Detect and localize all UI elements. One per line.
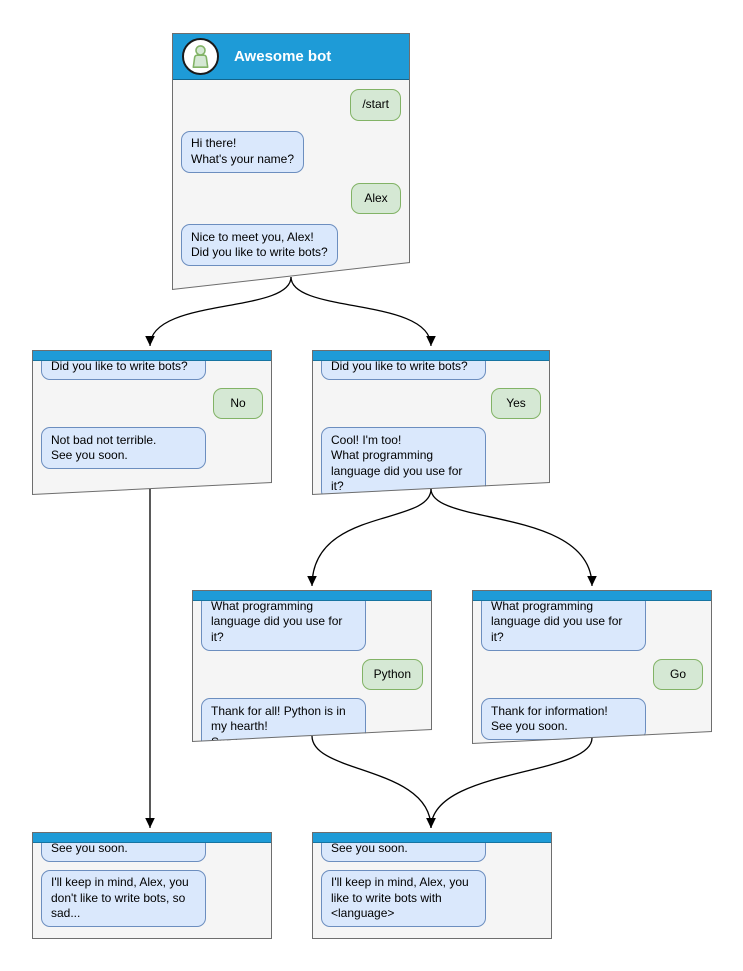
chat-header-strip [193,591,431,601]
chat-header: Awesome bot [173,34,409,80]
chat-header-strip [313,833,551,843]
chat-window-branch-go: What programming language did you use fo… [472,590,712,744]
bot-message-bubble: Nice to meet you, Alex! Did you like to … [181,224,338,266]
bot-message-bubble: Cool! I'm too! What programming language… [321,427,486,495]
chat-window-start: Awesome bot /start Hi there! What's your… [172,33,410,290]
bot-avatar [182,38,219,75]
arrow-python-to-end [311,735,436,829]
message-list: /start Hi there! What's your name? Alex … [173,34,409,266]
chat-window-end-yes: See you soon. I'll keep in mind, Alex, y… [312,832,552,939]
message-list: Did you like to write bots? Yes Cool! I'… [313,351,549,495]
chat-header-strip [33,351,271,361]
arrow-start-to-yes [290,276,436,347]
message-list: What programming language did you use fo… [473,591,711,740]
user-message-bubble: Yes [491,387,541,419]
chat-header-strip [33,833,271,843]
bot-message-bubble: Not bad not terrible. See you soon. [41,427,206,469]
bot-message-bubble: Thank for all! Python is in my hearth! S… [201,698,366,742]
message-list: See you soon. I'll keep in mind, Alex, y… [33,833,271,927]
user-message-bubble: Alex [351,182,401,214]
person-icon [192,45,209,68]
bot-message-bubble: I'll keep in mind, Alex, you like to wri… [321,869,486,927]
bot-message-bubble: Hi there! What's your name? [181,130,305,173]
user-message-bubble: Go [653,658,703,690]
arrow-yes-to-python [307,488,432,587]
bot-message-bubble: What programming language did you use fo… [481,593,646,651]
bot-message-bubble: What programming language did you use fo… [201,593,366,651]
bot-message-bubble: Thank for information! See you soon. [481,698,646,740]
chat-header-strip [473,591,711,601]
message-list: See you soon. I'll keep in mind, Alex, y… [313,833,551,927]
arrow-go-to-end [426,737,593,829]
arrow-start-to-no [145,276,292,347]
chat-header-strip [313,351,549,361]
bot-message-bubble: I'll keep in mind, Alex, you don't like … [41,869,206,927]
message-list: What programming language did you use fo… [193,591,431,742]
chat-window-end-no: See you soon. I'll keep in mind, Alex, y… [32,832,272,939]
user-message-bubble: /start [350,89,401,121]
user-message-bubble: Python [361,658,423,690]
arrow-yes-to-go [430,488,597,587]
chat-window-branch-no: Did you like to write bots? No Not bad n… [32,350,272,495]
chat-window-branch-yes: Did you like to write bots? Yes Cool! I'… [312,350,550,495]
chat-window-branch-python: What programming language did you use fo… [192,590,432,742]
chat-title: Awesome bot [234,48,332,65]
message-list: Did you like to write bots? No Not bad n… [33,351,271,469]
user-message-bubble: No [213,387,263,419]
